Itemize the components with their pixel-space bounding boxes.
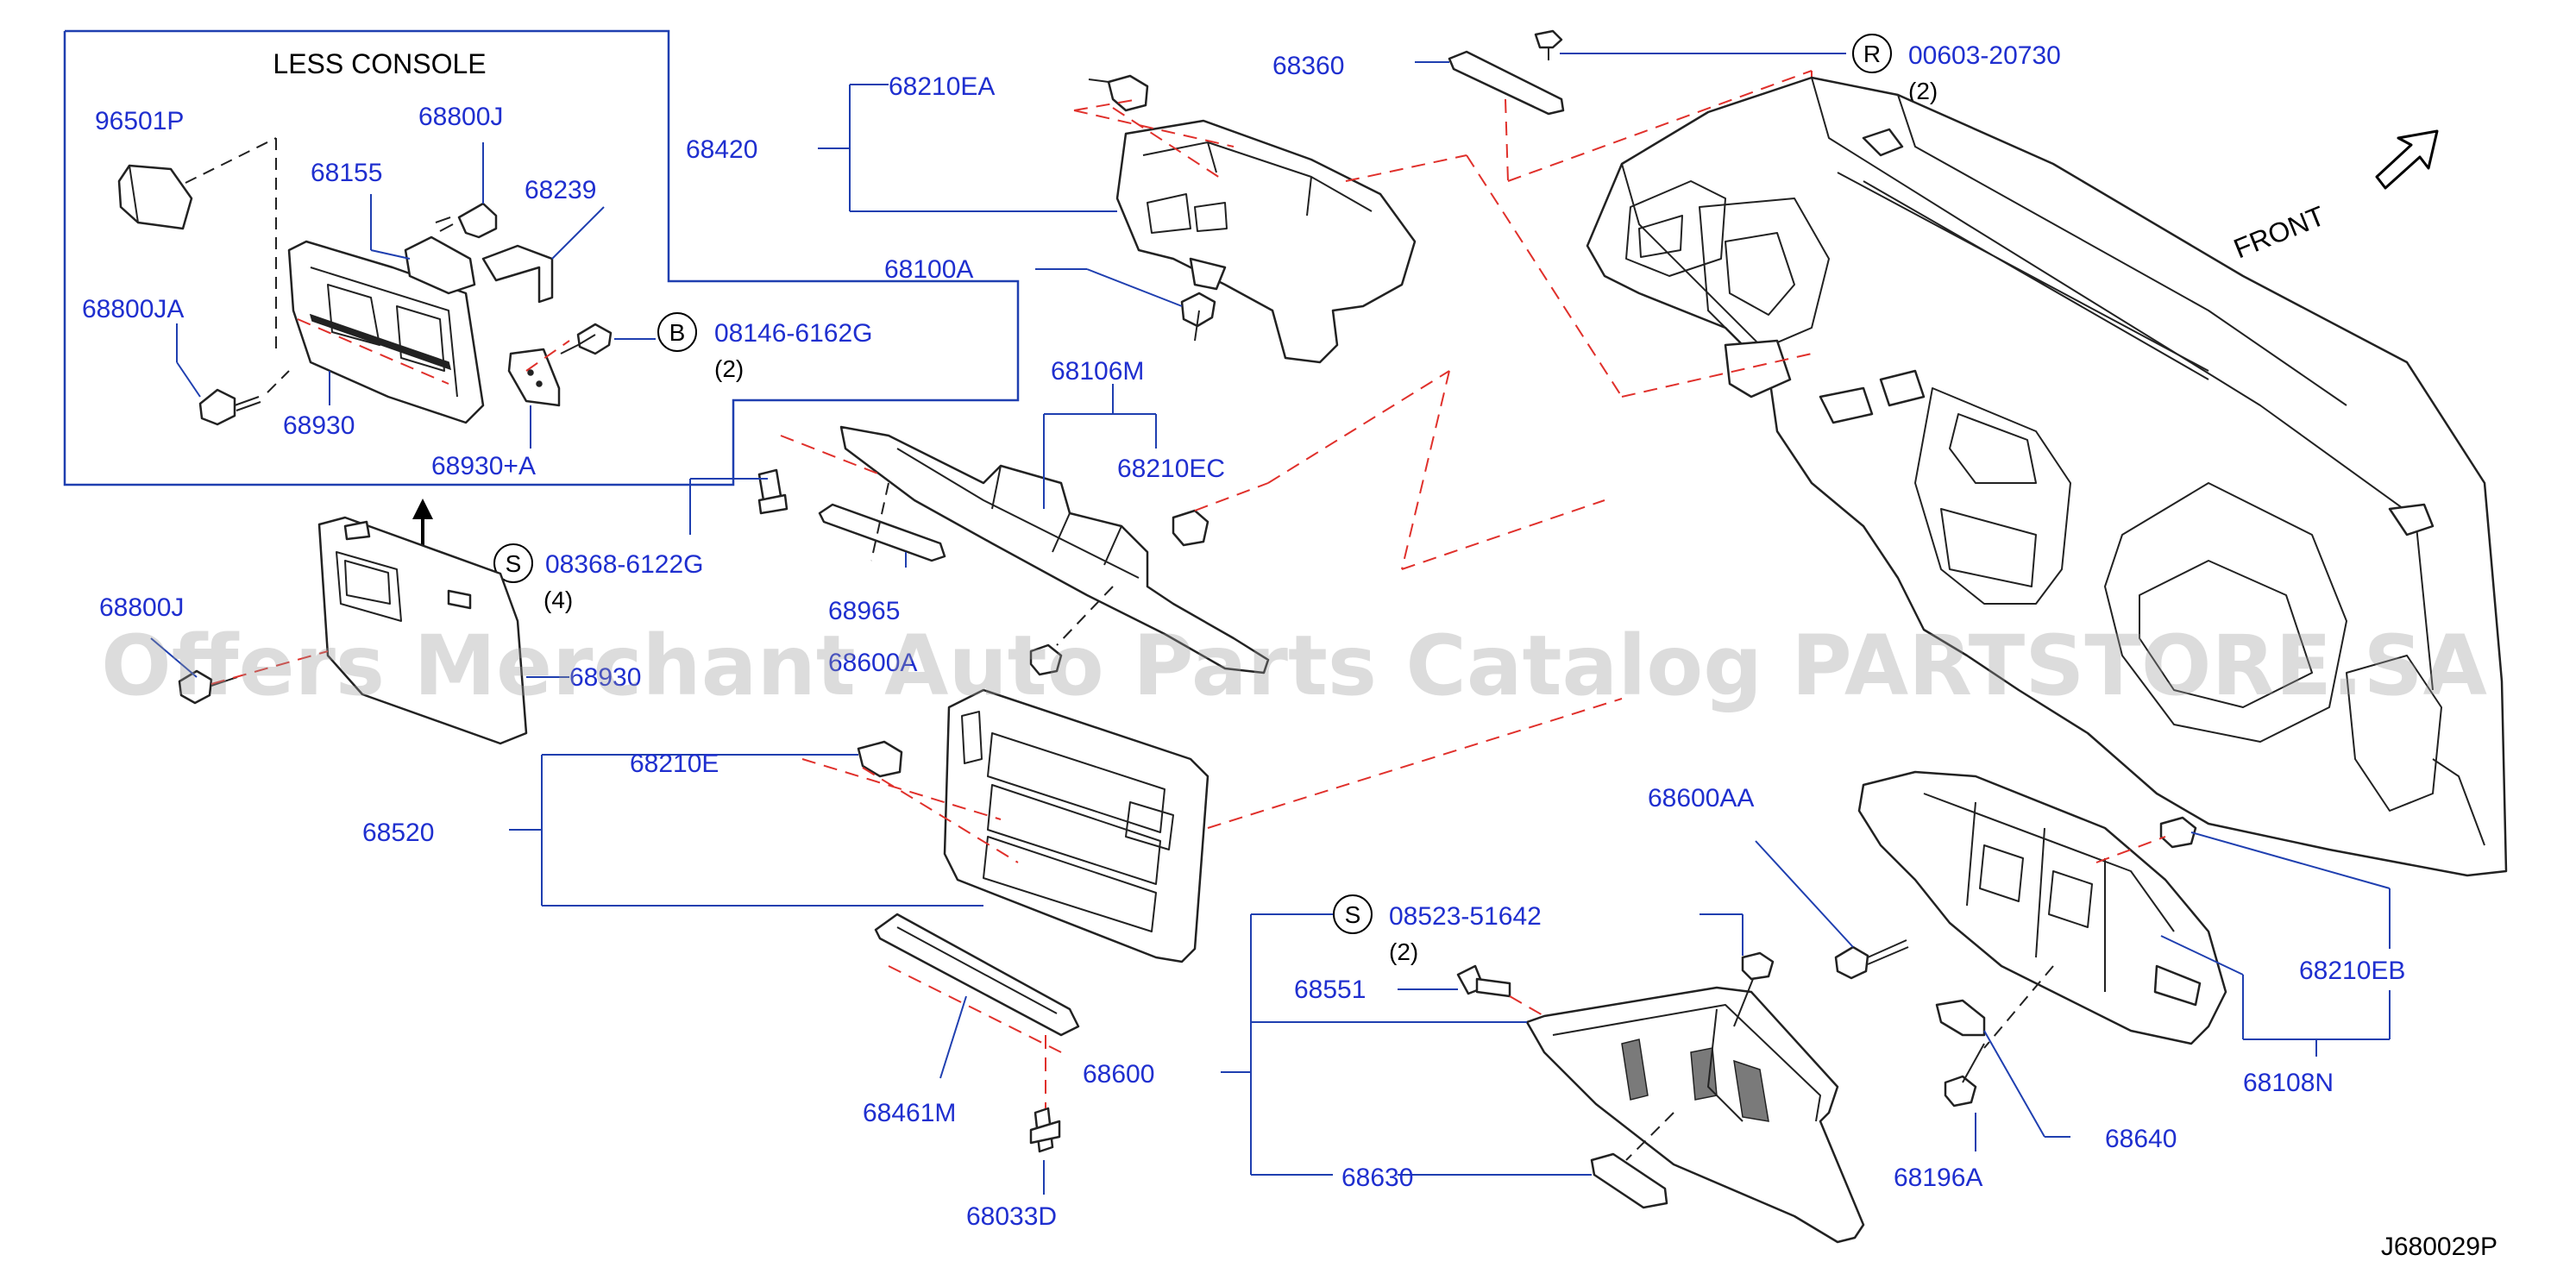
screw-08523-drawing [1733, 951, 1775, 1027]
screw-68800JA-drawing [198, 388, 261, 426]
label-68930-lower: 68930 [569, 663, 641, 692]
callout-s2-letter: S [1345, 901, 1361, 928]
front-label: FRONT [2229, 200, 2329, 265]
front-arrow-icon [2375, 129, 2439, 190]
watermark: Offers Merchant Auto Parts Catalog PARTS… [101, 618, 2487, 714]
part-68210EC-clip-drawing [1172, 509, 1209, 547]
label-68155: 68155 [311, 159, 382, 187]
label-68420: 68420 [686, 135, 757, 164]
part-68930-lower-panel-drawing [317, 516, 528, 745]
part-68630-handle-drawing [1590, 1152, 1668, 1209]
part-68360-strip-drawing [1448, 50, 1565, 116]
label-68239: 68239 [525, 176, 596, 204]
callout-s2-circle [1333, 894, 1373, 934]
label-68196A: 68196A [1894, 1164, 1982, 1192]
callout-b-number: 08146-6162G [714, 319, 873, 348]
label-68630: 68630 [1341, 1164, 1413, 1192]
label-68033D: 68033D [966, 1202, 1057, 1231]
leader-96501P [185, 137, 277, 184]
part-68930A-bracket-drawing [507, 348, 561, 407]
callout-r-qty: (2) [1908, 78, 1938, 104]
screw-08368-drawing [757, 468, 789, 515]
part-68106M-finisher-drawing [839, 425, 1270, 675]
label-68210EB: 68210EB [2299, 957, 2405, 985]
screw-08146-drawing [560, 323, 613, 355]
screw-68600A-drawing [1029, 643, 1063, 676]
callout-r-circle [1852, 34, 1892, 73]
screw-68100A-drawing [1180, 292, 1216, 342]
inset-title: LESS CONSOLE [273, 48, 486, 79]
label-68600AA: 68600AA [1648, 784, 1754, 813]
label-68106M: 68106M [1051, 357, 1144, 386]
label-68930A: 68930+A [431, 452, 536, 480]
callout-b-circle [657, 312, 697, 352]
part-68033D-clip-drawing [1029, 1107, 1061, 1153]
label-68210EA: 68210EA [889, 72, 995, 101]
clip-00603-drawing [1534, 29, 1563, 60]
instrument-panel-drawing [1586, 76, 2508, 877]
part-68640-clip-drawing [1935, 999, 1986, 1037]
inset-box-outline [63, 29, 1020, 486]
label-68210EC: 68210EC [1117, 455, 1225, 483]
label-68551: 68551 [1294, 976, 1366, 1004]
label-96501P: 96501P [95, 107, 184, 135]
label-68520: 68520 [362, 819, 434, 847]
drawing-code: J680029P [2381, 1233, 2497, 1261]
callout-s2-number: 08523-51642 [1389, 902, 1542, 931]
callout-s1-letter: S [506, 550, 522, 577]
part-68520-center-cluster-drawing [943, 688, 1209, 963]
label-68600: 68600 [1083, 1060, 1154, 1089]
label-68640: 68640 [2105, 1125, 2177, 1153]
part-96501P-drawing [117, 164, 193, 230]
callout-b-letter: B [669, 319, 686, 346]
callout-r-letter: R [1863, 41, 1881, 67]
screw-68196A-drawing [1944, 1043, 1985, 1107]
part-68551-stopper-drawing [1456, 964, 1511, 998]
callout-s1-number: 08368-6122G [545, 550, 704, 579]
part-68210EB-clip-drawing [2159, 816, 2197, 849]
label-68461M: 68461M [863, 1099, 956, 1127]
part-68108N-housing-drawing [1857, 770, 2227, 1045]
part-68800J-clip-drawing [435, 202, 498, 239]
label-68930-inset: 68930 [283, 411, 355, 440]
callout-s2-qty: (2) [1389, 938, 1418, 965]
part-68420-cluster-lid-drawing [1115, 119, 1417, 364]
part-68600-glove-box-drawing [1525, 986, 1865, 1244]
label-68965: 68965 [828, 597, 900, 625]
label-68800JA: 68800JA [82, 295, 184, 323]
part-68210EA-clip-drawing [1088, 74, 1149, 112]
part-68210E-clip-drawing [857, 740, 903, 778]
callout-s1-circle [493, 543, 533, 583]
label-68108N: 68108N [2243, 1069, 2334, 1097]
screw-68800J-lower-drawing [178, 669, 238, 705]
part-68155-drawing [404, 235, 476, 295]
label-68360: 68360 [1272, 52, 1344, 80]
callout-r-number: 00603-20730 [1908, 41, 2061, 70]
part-68965-drawing [818, 503, 946, 562]
callout-s1-qty: (4) [543, 587, 573, 613]
label-68800J-inset: 68800J [418, 103, 503, 131]
part-68461M-cover-drawing [874, 913, 1080, 1037]
label-68600A: 68600A [828, 649, 917, 677]
part-68239-drawing [481, 244, 554, 304]
label-68100A: 68100A [884, 255, 973, 284]
screw-68600AA-drawing [1834, 939, 1909, 980]
callout-b-qty: (2) [714, 355, 744, 382]
label-68800J-lower: 68800J [99, 593, 184, 622]
label-68210E: 68210E [630, 750, 719, 778]
